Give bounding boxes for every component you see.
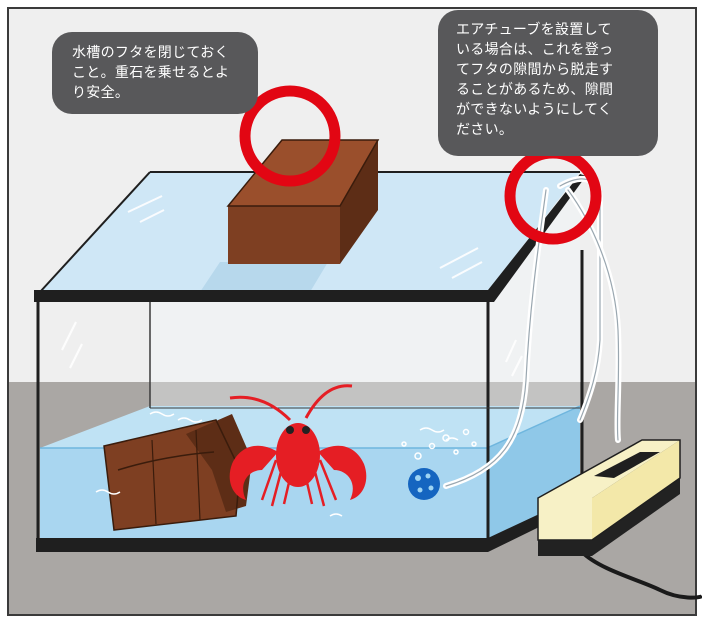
lid-left-rim <box>39 171 151 293</box>
lid-shadow <box>200 262 328 292</box>
air-stone-icon <box>408 468 440 500</box>
panel-border <box>7 7 697 616</box>
callout-tube-tip-line: いる場合は、これを登っ <box>456 42 614 58</box>
water-ripples <box>95 411 459 517</box>
callout-lid-tip-line: こと。重石を乗せるとよ <box>72 65 230 81</box>
bubbles <box>401 428 477 460</box>
callout-tube-tip-line: ることがあるため、隙間 <box>456 82 614 98</box>
highlight-circle-icon <box>239 85 341 187</box>
weight-brick-icon <box>226 139 380 264</box>
air-pump-icon <box>537 439 702 600</box>
crayfish-icon <box>229 384 367 507</box>
tank-top-frame-front <box>34 290 488 302</box>
callout-tube-tip-line: ができないようにしてく <box>456 102 613 118</box>
callout-tube-tip: エアチューブを設置して いる場合は、これを登っ てフタの隙間から脱走す ることが… <box>438 10 658 156</box>
callout-tube-tip-line: てフタの隙間から脱走す <box>456 62 614 78</box>
callout-lid-tip-line: 水槽のフタを閉じておく <box>72 45 229 61</box>
glass-reflections <box>61 195 523 377</box>
callout-tube-tip-line: ださい。 <box>456 122 514 138</box>
callout-lid-tip: 水槽のフタを閉じておく こと。重石を乗せるとよ り安全。 <box>52 32 258 114</box>
callout-tube-tip-line: エアチューブを設置して <box>456 22 612 38</box>
callout-lid-tip-line: り安全。 <box>72 85 130 101</box>
tank-bottom-frame <box>36 494 582 552</box>
